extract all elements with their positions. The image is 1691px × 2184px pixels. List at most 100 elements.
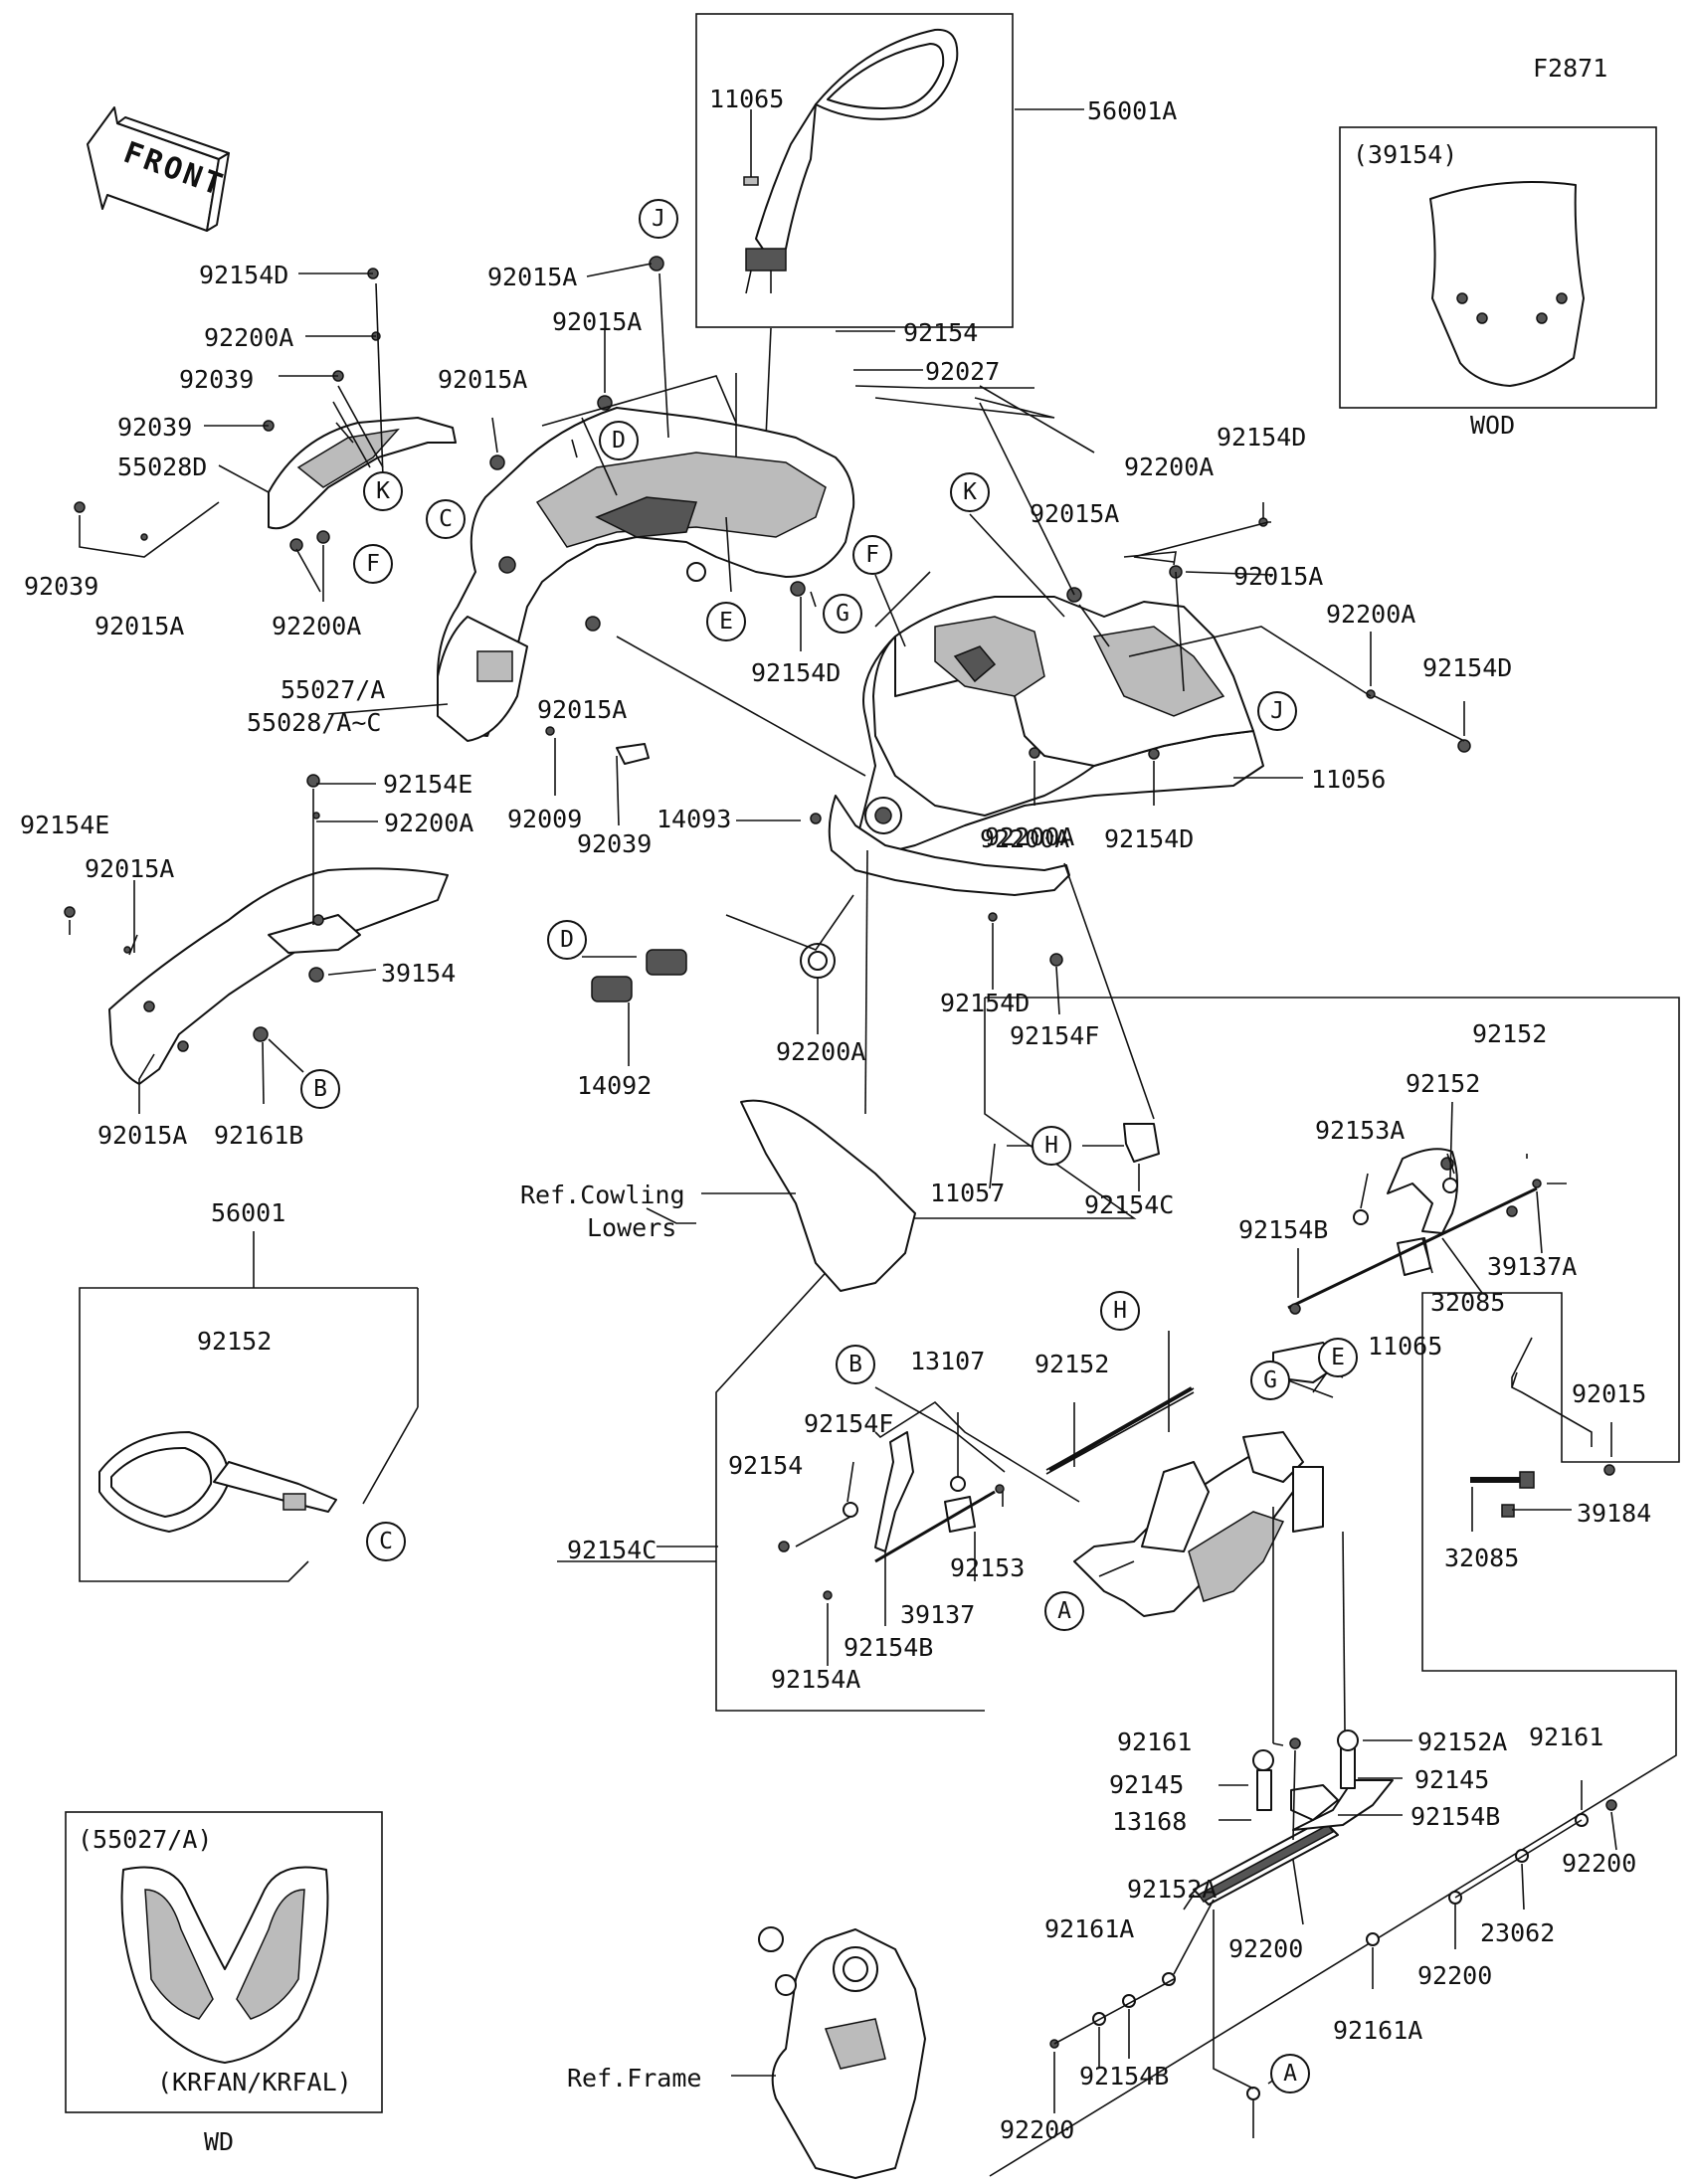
svg-text:D: D bbox=[560, 927, 574, 953]
callout-circle: F bbox=[852, 535, 892, 575]
grommet-92161b bbox=[591, 949, 687, 1002]
part-label: 92154B bbox=[1238, 1215, 1328, 1244]
part-label: 55028D bbox=[117, 453, 207, 481]
part-label: 92200A bbox=[980, 824, 1069, 853]
part-label: 56001A bbox=[1087, 96, 1177, 125]
part-label: 92154F bbox=[1010, 1021, 1099, 1050]
part-label: 11065 bbox=[1368, 1332, 1442, 1361]
part-label: 92015A bbox=[94, 612, 184, 640]
stay-39137 bbox=[874, 1431, 914, 1552]
damper-32085-left bbox=[944, 1496, 976, 1533]
callout-circle: D bbox=[547, 920, 587, 960]
part-label: 92161 bbox=[1117, 1728, 1192, 1756]
svg-text:H: H bbox=[1113, 1298, 1127, 1324]
part-label: 39137A bbox=[1487, 1252, 1577, 1281]
part-label: 92200A bbox=[384, 809, 473, 837]
part-label: 92154E bbox=[20, 811, 109, 839]
long-bolts bbox=[874, 1186, 1538, 1563]
windshield-inset: (39154) WOD bbox=[1339, 126, 1657, 440]
lower-inner-cowl bbox=[828, 795, 1070, 896]
part-label: 23062 bbox=[1480, 1918, 1555, 1947]
callout-circle: K bbox=[363, 471, 403, 511]
part-label: 92152A bbox=[1417, 1728, 1507, 1756]
svg-text:G: G bbox=[836, 601, 849, 627]
svg-text:A: A bbox=[1057, 1598, 1071, 1624]
part-label: 92153 bbox=[950, 1553, 1025, 1582]
part-label: 32085 bbox=[1444, 1544, 1519, 1572]
cowl-inset-caption: WD bbox=[204, 2127, 234, 2156]
svg-text:D: D bbox=[612, 428, 626, 454]
part-label: 92152 bbox=[197, 1327, 272, 1356]
part-label: 92154F bbox=[804, 1409, 893, 1438]
cowl-inset: (55027/A) (KRFAN/KRFAL) WD bbox=[65, 1811, 383, 2156]
mirror-56001a bbox=[695, 13, 1084, 439]
part-label: 92161B bbox=[214, 1121, 303, 1150]
ref-cowling-lowers-line2: Lowers bbox=[587, 1213, 676, 1242]
part-label: 92161A bbox=[1044, 1914, 1134, 1943]
svg-text:K: K bbox=[376, 478, 390, 504]
part-label: 92154D bbox=[199, 261, 288, 289]
frame-ref bbox=[758, 1926, 926, 2179]
part-label: 92154D bbox=[940, 989, 1030, 1017]
part-label: 32085 bbox=[1430, 1288, 1505, 1317]
windshield-inset-caption: WOD bbox=[1470, 411, 1515, 440]
part-label: 92152 bbox=[1406, 1069, 1480, 1098]
svg-text:G: G bbox=[1263, 1367, 1277, 1393]
part-label: 92154D bbox=[751, 658, 841, 687]
svg-text:C: C bbox=[439, 506, 453, 532]
part-label: 92200A bbox=[985, 822, 1074, 851]
part-label: 11057 bbox=[930, 1179, 1005, 1207]
part-label: 92154A bbox=[771, 1665, 860, 1694]
grommet-14092 bbox=[800, 943, 836, 979]
part-label: 92015A bbox=[438, 365, 527, 394]
leader-lines bbox=[69, 263, 1617, 2138]
cowl-inset-code: (55027/A) bbox=[78, 1825, 212, 1854]
part-label: 39184 bbox=[1577, 1499, 1651, 1528]
damper-32085-right bbox=[1397, 1237, 1431, 1276]
part-label: 92152 bbox=[1034, 1350, 1109, 1378]
part-label: 92154 bbox=[728, 1451, 803, 1480]
bracket-11056 bbox=[616, 743, 650, 765]
stay-39137a bbox=[1387, 1148, 1458, 1234]
part-label: 92152A bbox=[1127, 1875, 1217, 1904]
part-label: 92200A bbox=[204, 323, 293, 352]
part-label: 92015A bbox=[552, 307, 642, 336]
bracket-13168 bbox=[1252, 1729, 1359, 1821]
part-label: 92200A bbox=[776, 1037, 865, 1066]
callout-circle: K bbox=[950, 472, 990, 512]
mirror-inset-title: 56001 bbox=[211, 1198, 285, 1227]
part-label: 92145 bbox=[1414, 1765, 1489, 1794]
part-label: 92015 bbox=[1572, 1379, 1646, 1408]
callout-circle: A bbox=[1044, 1591, 1084, 1631]
part-label: 92200A bbox=[272, 612, 361, 640]
svg-text:F: F bbox=[366, 551, 380, 577]
ref-cowling-lowers-line1: Ref.Cowling bbox=[520, 1181, 685, 1209]
rod-13107 bbox=[1048, 1386, 1193, 1472]
callout-circle: A bbox=[1270, 2054, 1310, 2093]
part-label: 92039 bbox=[117, 413, 192, 442]
svg-text:F: F bbox=[865, 542, 879, 568]
part-label: 92039 bbox=[577, 829, 652, 858]
callout-circle: H bbox=[1100, 1291, 1140, 1331]
svg-text:H: H bbox=[1044, 1133, 1058, 1159]
part-label: 55028/A~C bbox=[247, 708, 381, 737]
part-label: 55027/A bbox=[281, 675, 385, 704]
part-label: 92200 bbox=[1562, 1849, 1636, 1878]
side-cowl-55028d bbox=[268, 417, 457, 552]
part-label: 11056 bbox=[1311, 765, 1386, 794]
part-label: 92154B bbox=[1079, 2062, 1169, 2091]
callout-circle: D bbox=[599, 421, 639, 460]
callout-circle: G bbox=[1250, 1361, 1290, 1400]
part-label: 92154C bbox=[567, 1536, 657, 1564]
part-label: 92152 bbox=[1472, 1019, 1547, 1048]
part-label: 92154 bbox=[903, 318, 978, 347]
part-label: 92145 bbox=[1109, 1770, 1184, 1799]
callout-circle: J bbox=[1257, 691, 1297, 731]
bracket-23062 bbox=[1193, 1779, 1394, 1906]
part-label: 92015A bbox=[97, 1121, 187, 1150]
part-label: 92027 bbox=[925, 357, 1000, 386]
callout-circle: B bbox=[300, 1069, 340, 1109]
part-label: 92154B bbox=[844, 1633, 933, 1662]
mirror-inset: 56001 bbox=[79, 1198, 419, 1582]
